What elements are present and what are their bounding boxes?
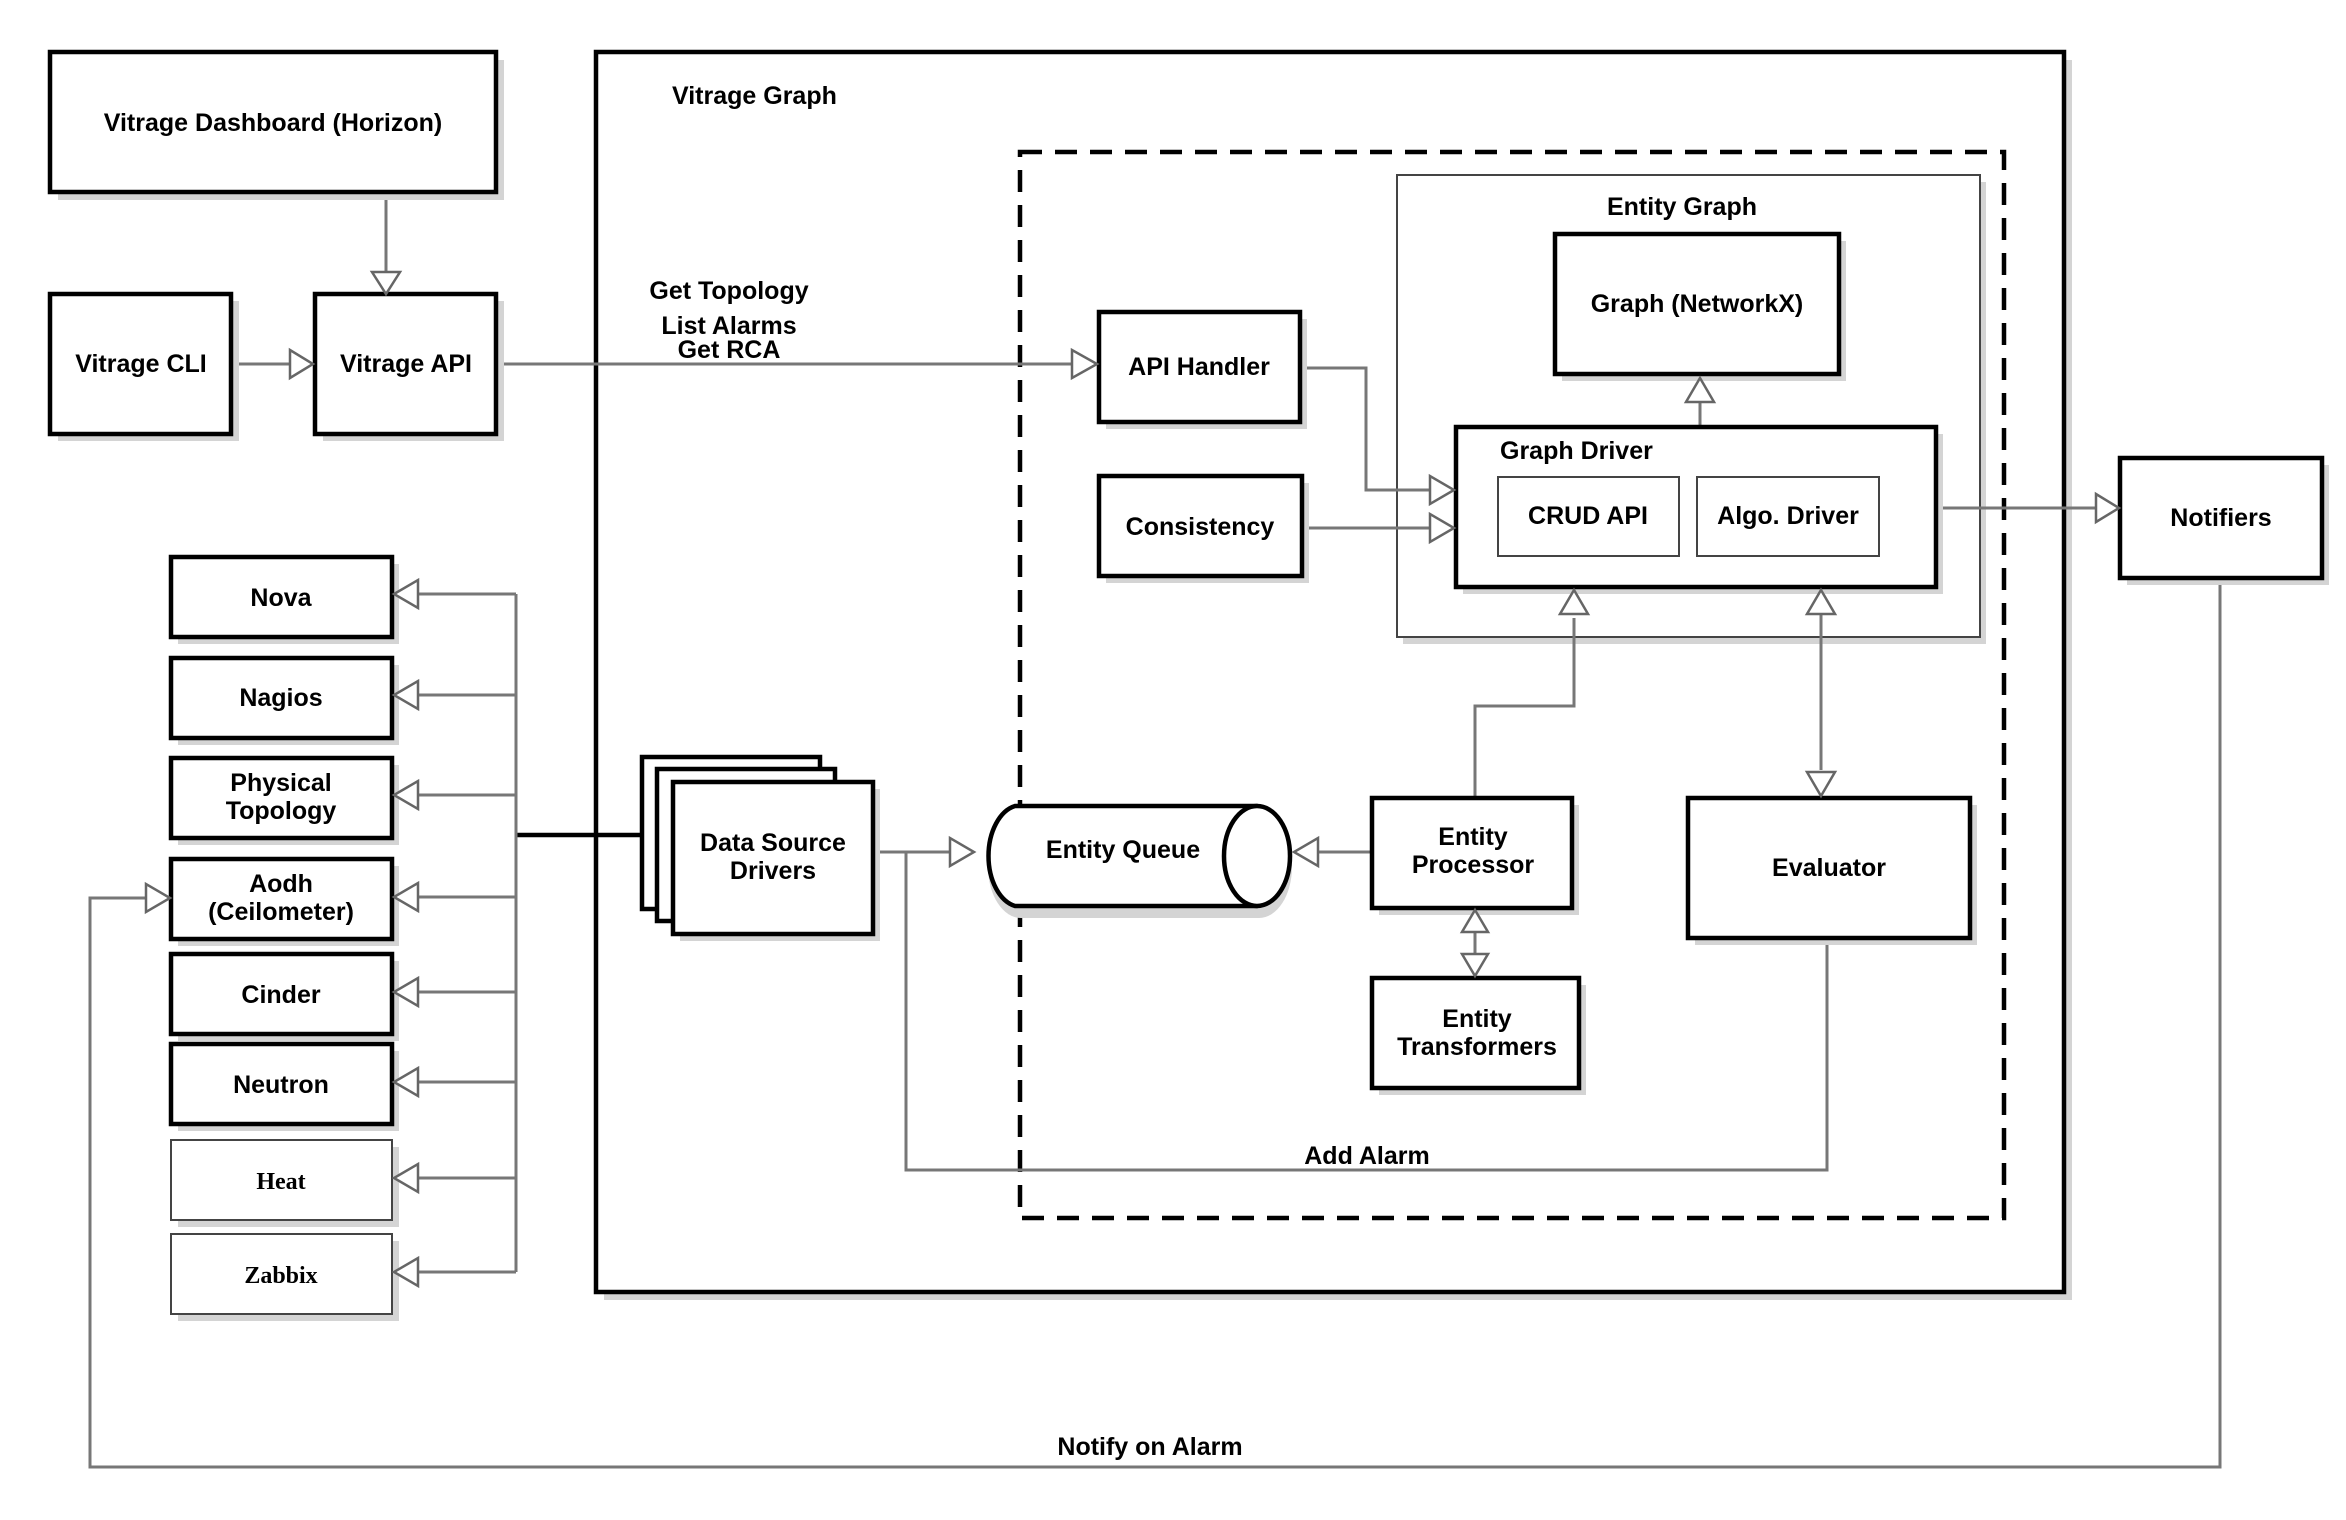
vitrage-graph-core-boundary (1017, 149, 2007, 1221)
svg-text:Notifiers: Notifiers (2170, 504, 2271, 532)
svg-text:Entity Queue: Entity Queue (1046, 836, 1200, 864)
heat-box: Heat (170, 1139, 399, 1227)
svg-text:Consistency: Consistency (1126, 513, 1275, 541)
svg-text:Data Source: Data Source (700, 829, 846, 857)
entity-transformers-box: Entity Transformers (1369, 975, 1586, 1095)
svg-text:(Ceilometer): (Ceilometer) (208, 898, 354, 926)
cli-box: Vitrage CLI (47, 291, 239, 441)
entity-queue-cylinder: Entity Queue (986, 803, 1293, 918)
svg-text:Nova: Nova (250, 584, 312, 612)
svg-text:Drivers: Drivers (730, 857, 816, 885)
label-notify-on-alarm: Notify on Alarm (1057, 1433, 1242, 1461)
svg-text:Neutron: Neutron (233, 1071, 329, 1099)
algo-driver-box: Algo. Driver (1696, 476, 1880, 557)
nagios-box: Nagios (168, 655, 399, 745)
svg-text:Nagios: Nagios (239, 684, 322, 712)
svg-text:Graph (NetworkX): Graph (NetworkX) (1591, 290, 1804, 318)
svg-text:API Handler: API Handler (1128, 353, 1270, 381)
add-alarm-edge (904, 852, 1829, 1172)
svg-text:Entity: Entity (1438, 823, 1508, 851)
api-handler-box: API Handler (1096, 309, 1307, 429)
svg-text:Zabbix: Zabbix (244, 1263, 317, 1289)
label-get-rca: Get RCA (678, 336, 781, 364)
api-box: Vitrage API (312, 291, 504, 441)
notifiers-box: Notifiers (2117, 455, 2329, 585)
svg-text:Algo. Driver: Algo. Driver (1717, 502, 1859, 530)
handler-to-driver-edge (1301, 366, 1430, 492)
svg-text:Topology: Topology (226, 797, 337, 825)
svg-text:Graph Driver: Graph Driver (1500, 437, 1653, 465)
svg-text:Evaluator: Evaluator (1772, 854, 1886, 882)
svg-text:Physical: Physical (230, 769, 331, 797)
svg-text:Entity: Entity (1442, 1005, 1512, 1033)
vitrage-graph-title: Vitrage Graph (672, 82, 837, 110)
zabbix-box: Zabbix (170, 1233, 399, 1321)
evaluator-box: Evaluator (1685, 795, 1977, 945)
svg-text:Cinder: Cinder (241, 981, 320, 1009)
label-get-topology: Get Topology (649, 277, 808, 305)
physical-topology-box: Physical Topology (168, 755, 399, 845)
consistency-box: Consistency (1096, 473, 1309, 583)
label-list-alarms: List Alarms (661, 312, 796, 340)
data-source-drivers-stack: Data Source Drivers (639, 754, 880, 941)
svg-text:Vitrage CLI: Vitrage CLI (75, 350, 207, 378)
networkx-box: Graph (NetworkX) (1552, 231, 1846, 381)
svg-text:CRUD API: CRUD API (1528, 502, 1648, 530)
svg-text:Vitrage API: Vitrage API (340, 350, 472, 378)
svg-text:Aodh: Aodh (249, 870, 313, 898)
processor-to-driver-edge (1473, 618, 1576, 798)
label-add-alarm: Add Alarm (1304, 1142, 1429, 1170)
svg-text:Vitrage Dashboard (Horizon): Vitrage Dashboard (Horizon) (104, 109, 442, 137)
arrow-heads (144, 270, 2122, 1289)
neutron-box: Neutron (168, 1041, 399, 1131)
svg-text:Transformers: Transformers (1397, 1033, 1557, 1061)
entity-processor-box: Entity Processor (1369, 795, 1579, 915)
dashboard-box: Vitrage Dashboard (Horizon) (47, 49, 504, 200)
svg-text:Processor: Processor (1412, 851, 1535, 879)
notify-on-alarm-edge (88, 577, 2222, 1469)
entity-graph-title: Entity Graph (1607, 193, 1757, 221)
nova-box: Nova (168, 554, 399, 644)
aodh-box: Aodh (Ceilometer) (168, 856, 399, 946)
svg-text:Heat: Heat (256, 1169, 305, 1195)
cinder-box: Cinder (168, 951, 399, 1041)
crud-api-box: CRUD API (1497, 476, 1680, 557)
